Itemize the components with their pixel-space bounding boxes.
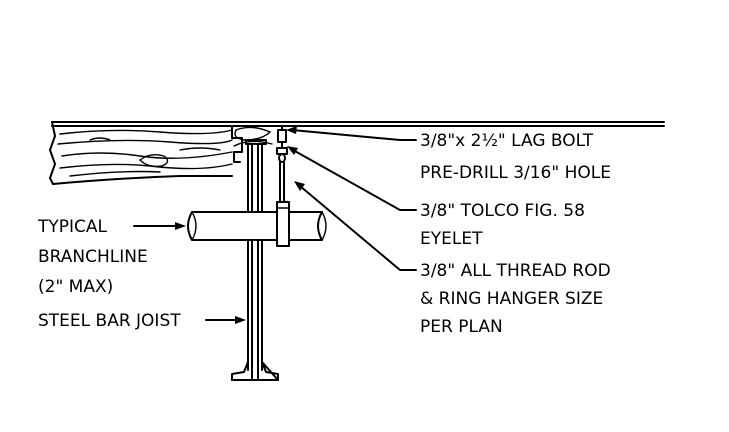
all-thread-rod bbox=[276, 161, 290, 247]
branchline-label-line2: BRANCHLINE bbox=[38, 247, 148, 267]
branchline-label-line3: (2" MAX) bbox=[38, 277, 113, 297]
lag-bolt-label-line1: 3/8"x 2½" LAG BOLT bbox=[420, 131, 594, 151]
eyelet-label-line2: EYELET bbox=[420, 229, 483, 249]
rod-label-line1: 3/8" ALL THREAD ROD bbox=[420, 261, 611, 281]
lag-bolt-label-line2: PRE-DRILL 3/16" HOLE bbox=[420, 163, 611, 183]
steel-bar-joist bbox=[231, 139, 279, 381]
rod-label-line2: & RING HANGER SIZE bbox=[420, 289, 603, 309]
rod-label-line3: PER PLAN bbox=[420, 317, 503, 337]
eyelet-label-line1: 3/8" TOLCO FIG. 58 bbox=[420, 201, 585, 221]
wood-grain bbox=[57, 126, 273, 177]
wood-deck bbox=[49, 121, 665, 185]
joist-label: STEEL BAR JOIST bbox=[38, 311, 181, 331]
branchline-pipe bbox=[187, 211, 327, 241]
branchline-label-line1: TYPICAL bbox=[37, 217, 108, 237]
lag-bolt-eyelet bbox=[276, 129, 288, 163]
leader-lines bbox=[133, 126, 417, 324]
